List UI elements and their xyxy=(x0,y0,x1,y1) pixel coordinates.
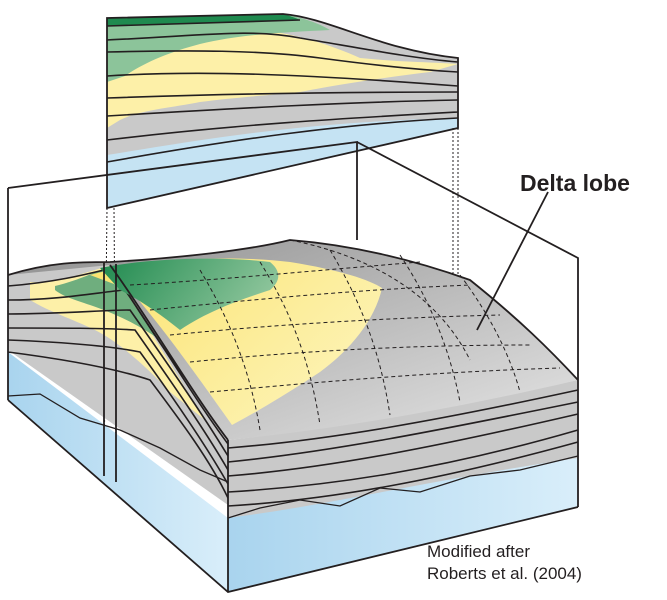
credit-line-2: Roberts et al. (2004) xyxy=(427,564,582,583)
upper-cross-section xyxy=(106,13,459,210)
left-face-mud xyxy=(8,262,228,505)
surface-grid xyxy=(129,239,561,431)
upper-section-sand xyxy=(107,28,458,129)
left-face-substrate xyxy=(8,352,228,592)
upper-section-layers xyxy=(106,19,459,163)
top-surface-plain xyxy=(100,258,279,330)
upper-section-substrate xyxy=(107,118,458,208)
upper-section-outline xyxy=(106,13,459,210)
block-left-face xyxy=(7,262,229,592)
block-back-frame xyxy=(7,140,579,380)
block-top-surface xyxy=(7,239,579,441)
delta-lobe-label: Delta lobe xyxy=(520,170,630,196)
front-face-substrate xyxy=(228,458,578,592)
block-front-edges xyxy=(7,262,579,593)
front-face-layers xyxy=(227,389,579,507)
upper-section-plain xyxy=(107,14,330,82)
block-front-face xyxy=(227,380,579,592)
credit-line-1: Modified after xyxy=(427,542,530,561)
top-surface-outline xyxy=(7,239,579,381)
delta-lobe-pointer xyxy=(476,191,549,331)
left-face-plain xyxy=(55,265,160,340)
